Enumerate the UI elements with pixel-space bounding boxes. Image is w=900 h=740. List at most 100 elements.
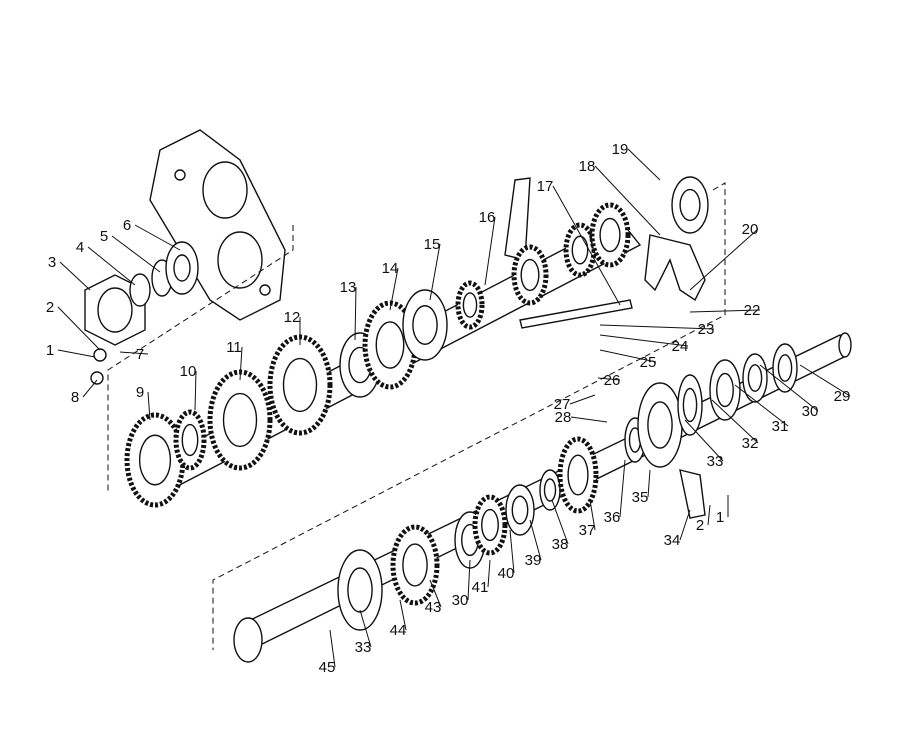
leader-line bbox=[529, 519, 542, 561]
callout-label: 36 bbox=[604, 509, 621, 526]
callout-label: 22 bbox=[744, 302, 761, 319]
callout-label: 43 bbox=[425, 599, 442, 616]
callout-label: 14 bbox=[382, 260, 399, 277]
callout-label: 30 bbox=[802, 403, 819, 420]
gear-bore bbox=[347, 567, 373, 613]
callout-label: 40 bbox=[498, 565, 515, 582]
callout-label: 44 bbox=[390, 622, 407, 639]
callout-label: 25 bbox=[640, 354, 657, 371]
bearing-cover-assembly bbox=[84, 241, 199, 385]
callout-label: 41 bbox=[472, 579, 489, 596]
callout-label: 24 bbox=[672, 338, 689, 355]
leader-line bbox=[87, 246, 136, 286]
callout-label: 32 bbox=[742, 435, 759, 452]
leader-line bbox=[119, 351, 149, 355]
leader-line bbox=[194, 370, 197, 411]
callout-label: 2 bbox=[46, 299, 54, 316]
leader-line bbox=[689, 228, 759, 291]
leader-line bbox=[552, 185, 621, 306]
leader-line bbox=[711, 399, 759, 444]
callout-label: 17 bbox=[537, 178, 554, 195]
gear-bore bbox=[567, 454, 589, 496]
gear-bore bbox=[511, 495, 529, 525]
leader-line bbox=[689, 309, 761, 313]
leader-line bbox=[147, 391, 151, 421]
leader-line bbox=[679, 509, 691, 541]
callout-label: 30 bbox=[452, 592, 469, 609]
gear-bore bbox=[682, 387, 698, 423]
leader-line bbox=[59, 261, 91, 291]
gear-bore bbox=[481, 508, 499, 542]
gear-bore bbox=[647, 401, 673, 449]
leader-line bbox=[684, 419, 724, 462]
callout-label: 34 bbox=[664, 532, 681, 549]
leader-line bbox=[597, 377, 621, 381]
gear-bore bbox=[412, 305, 438, 345]
gear-bore bbox=[181, 423, 199, 457]
leader-line bbox=[627, 148, 661, 181]
callout-label: 1 bbox=[46, 342, 54, 359]
gear-bore bbox=[716, 372, 734, 408]
callout-label: 35 bbox=[632, 489, 649, 506]
housing-plate bbox=[149, 129, 286, 321]
callout-label: 23 bbox=[698, 321, 715, 338]
gear-bore bbox=[138, 434, 172, 486]
gear-bore bbox=[571, 235, 589, 265]
callout-label: 11 bbox=[226, 339, 242, 356]
gear-bore bbox=[402, 543, 428, 587]
callout-label: 38 bbox=[552, 536, 569, 553]
callout-label: 20 bbox=[742, 221, 759, 238]
gear-bore bbox=[520, 258, 540, 292]
leader-line bbox=[570, 416, 608, 423]
callout-label: 33 bbox=[707, 453, 724, 470]
leader-line bbox=[707, 504, 711, 526]
callout-label: 3 bbox=[48, 254, 56, 271]
callout-label: 27 bbox=[554, 396, 571, 413]
leader-line bbox=[82, 379, 98, 398]
leader-line bbox=[429, 579, 442, 608]
leader-line bbox=[354, 286, 357, 341]
callout-label: 13 bbox=[340, 279, 357, 296]
leader-line bbox=[599, 349, 657, 363]
selector-fork bbox=[504, 177, 706, 519]
leader-line bbox=[57, 306, 101, 351]
callout-label: 15 bbox=[424, 236, 441, 253]
leader-line bbox=[57, 349, 96, 358]
gear-bore bbox=[777, 354, 793, 382]
callout-label: 12 bbox=[284, 309, 301, 326]
callout-label: 28 bbox=[555, 409, 572, 426]
leader-line bbox=[569, 394, 596, 405]
leader-line bbox=[589, 499, 596, 531]
callout-label: 7 bbox=[136, 346, 144, 363]
leader-line bbox=[389, 267, 399, 311]
gear-bore bbox=[375, 321, 405, 369]
gear-bore bbox=[462, 292, 478, 318]
callout-label: 45 bbox=[319, 659, 336, 676]
leader-line bbox=[487, 559, 491, 588]
callout-label: 5 bbox=[100, 228, 108, 245]
leader-line bbox=[551, 499, 569, 545]
leader-line bbox=[467, 559, 471, 601]
callout-label: 33 bbox=[355, 639, 372, 656]
callout-label: 39 bbox=[525, 552, 542, 569]
gear-bore bbox=[747, 364, 763, 392]
leader-line bbox=[399, 599, 407, 631]
leader-line bbox=[509, 529, 515, 574]
callout-label: 19 bbox=[612, 141, 629, 158]
leader-line bbox=[594, 165, 661, 236]
callout-label: 8 bbox=[71, 389, 79, 406]
gear-bore bbox=[679, 188, 701, 222]
leader-line bbox=[599, 334, 689, 347]
callout-label: 16 bbox=[479, 209, 496, 226]
callout-label: 2 bbox=[696, 517, 704, 534]
callout-label: 31 bbox=[772, 418, 789, 435]
callout-label: 9 bbox=[136, 384, 144, 401]
gear-bore bbox=[282, 357, 318, 413]
leader-line bbox=[429, 243, 441, 301]
leader-line bbox=[734, 384, 789, 427]
leader-line bbox=[484, 216, 496, 286]
callout-label: 37 bbox=[579, 522, 596, 539]
